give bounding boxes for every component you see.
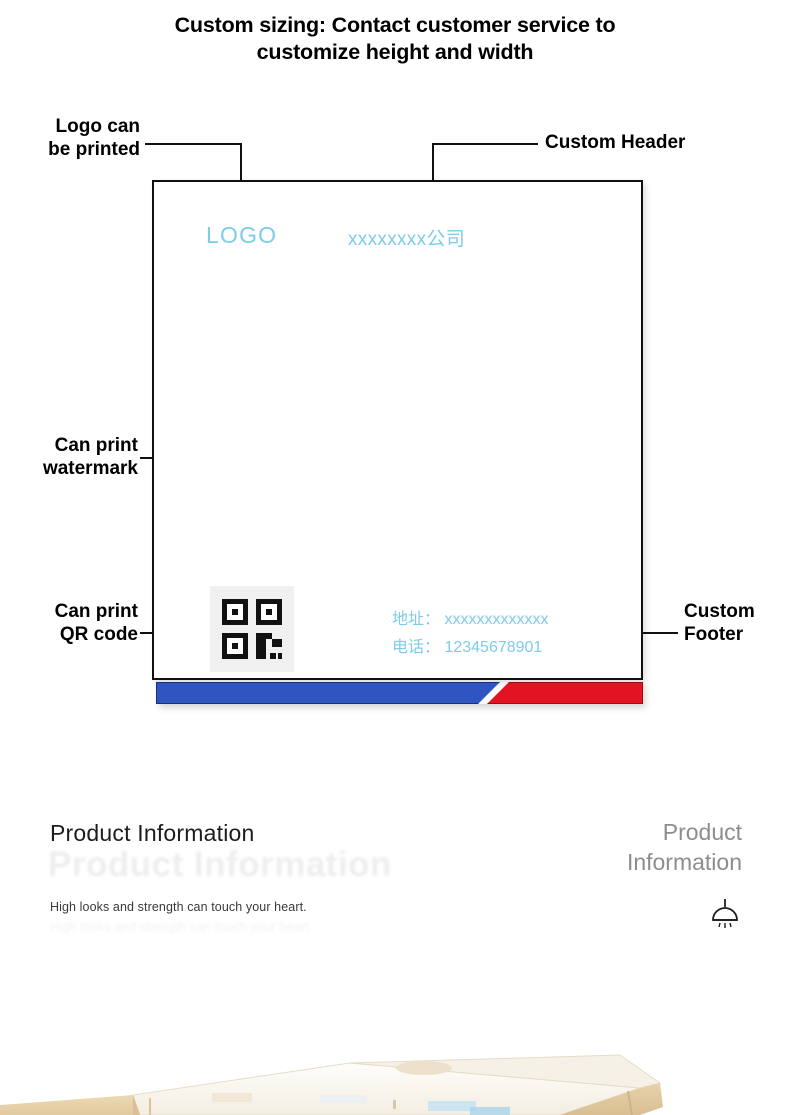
callout-footer-line-2: Footer (684, 624, 744, 645)
carton-footer-address: 地址： xxxxxxxxxxxxx (392, 611, 549, 628)
product-information-heading: Product Information (50, 820, 255, 846)
callout-footer-line-1: Custom (684, 601, 755, 622)
callout-logo-line-1: Logo can (55, 116, 140, 137)
leader-line-logo-vertical (240, 143, 242, 182)
pendant-lamp-icon (708, 897, 742, 936)
stripe-red-segment (487, 682, 643, 704)
product-information-right-line-2: Information (626, 849, 742, 875)
stripe-blue-segment (156, 682, 500, 704)
carton-footer-phone: 电话： 12345678901 (392, 639, 543, 656)
callout-can-print-qr-code: Can print QR code (0, 600, 138, 646)
qr-code-icon (210, 586, 294, 672)
carton-company-name: xxxxxxxx公司 (348, 229, 465, 250)
page-title-line-1: Custom sizing: Contact customer service … (174, 13, 616, 37)
carton-color-stripe (156, 682, 643, 704)
product-photo (0, 995, 790, 1115)
leader-line-logo-horizontal (145, 143, 242, 145)
callout-can-print-watermark: Can print watermark (0, 434, 138, 480)
product-information-ghost-tagline: High looks and strength can touch your h… (50, 919, 313, 934)
callout-qrcode-line-1: Can print (54, 601, 138, 622)
carton-footer-block: 地址： xxxxxxxxxxxxx 电话： 12345678901 (392, 606, 548, 662)
callout-custom-footer: Custom Footer (684, 600, 790, 646)
product-information-right-label: Product Information (502, 817, 742, 877)
page-title: Custom sizing: Contact customer service … (0, 12, 790, 66)
leader-line-header-vertical (432, 143, 434, 182)
carton-logo-text: LOGO (206, 222, 278, 248)
callout-logo-line-2: be printed (48, 139, 140, 160)
callout-qrcode-line-2: QR code (59, 624, 138, 645)
callout-watermark-line-2: watermark (42, 458, 138, 479)
leader-line-footer (608, 632, 678, 634)
product-information-section: Product Information Product Information … (0, 795, 790, 995)
carton-diagram: Logo can be printed Custom Header Can pr… (0, 115, 790, 704)
product-information-tagline: High looks and strength can touch your h… (50, 900, 307, 914)
product-information-ghost-heading: Product Information (48, 845, 392, 884)
callout-logo-can-be-printed: Logo can be printed (0, 115, 140, 161)
callout-custom-header: Custom Header (545, 131, 685, 154)
callout-header-line-1: Custom Header (545, 132, 686, 153)
callout-watermark-line-1: Can print (54, 435, 138, 456)
product-information-right-line-1: Product (662, 819, 742, 845)
carton-preview: LOGO xxxxxxxx公司 (152, 180, 643, 680)
page-title-line-2: customize height and width (256, 40, 534, 64)
leader-line-header-horizontal (432, 143, 538, 145)
